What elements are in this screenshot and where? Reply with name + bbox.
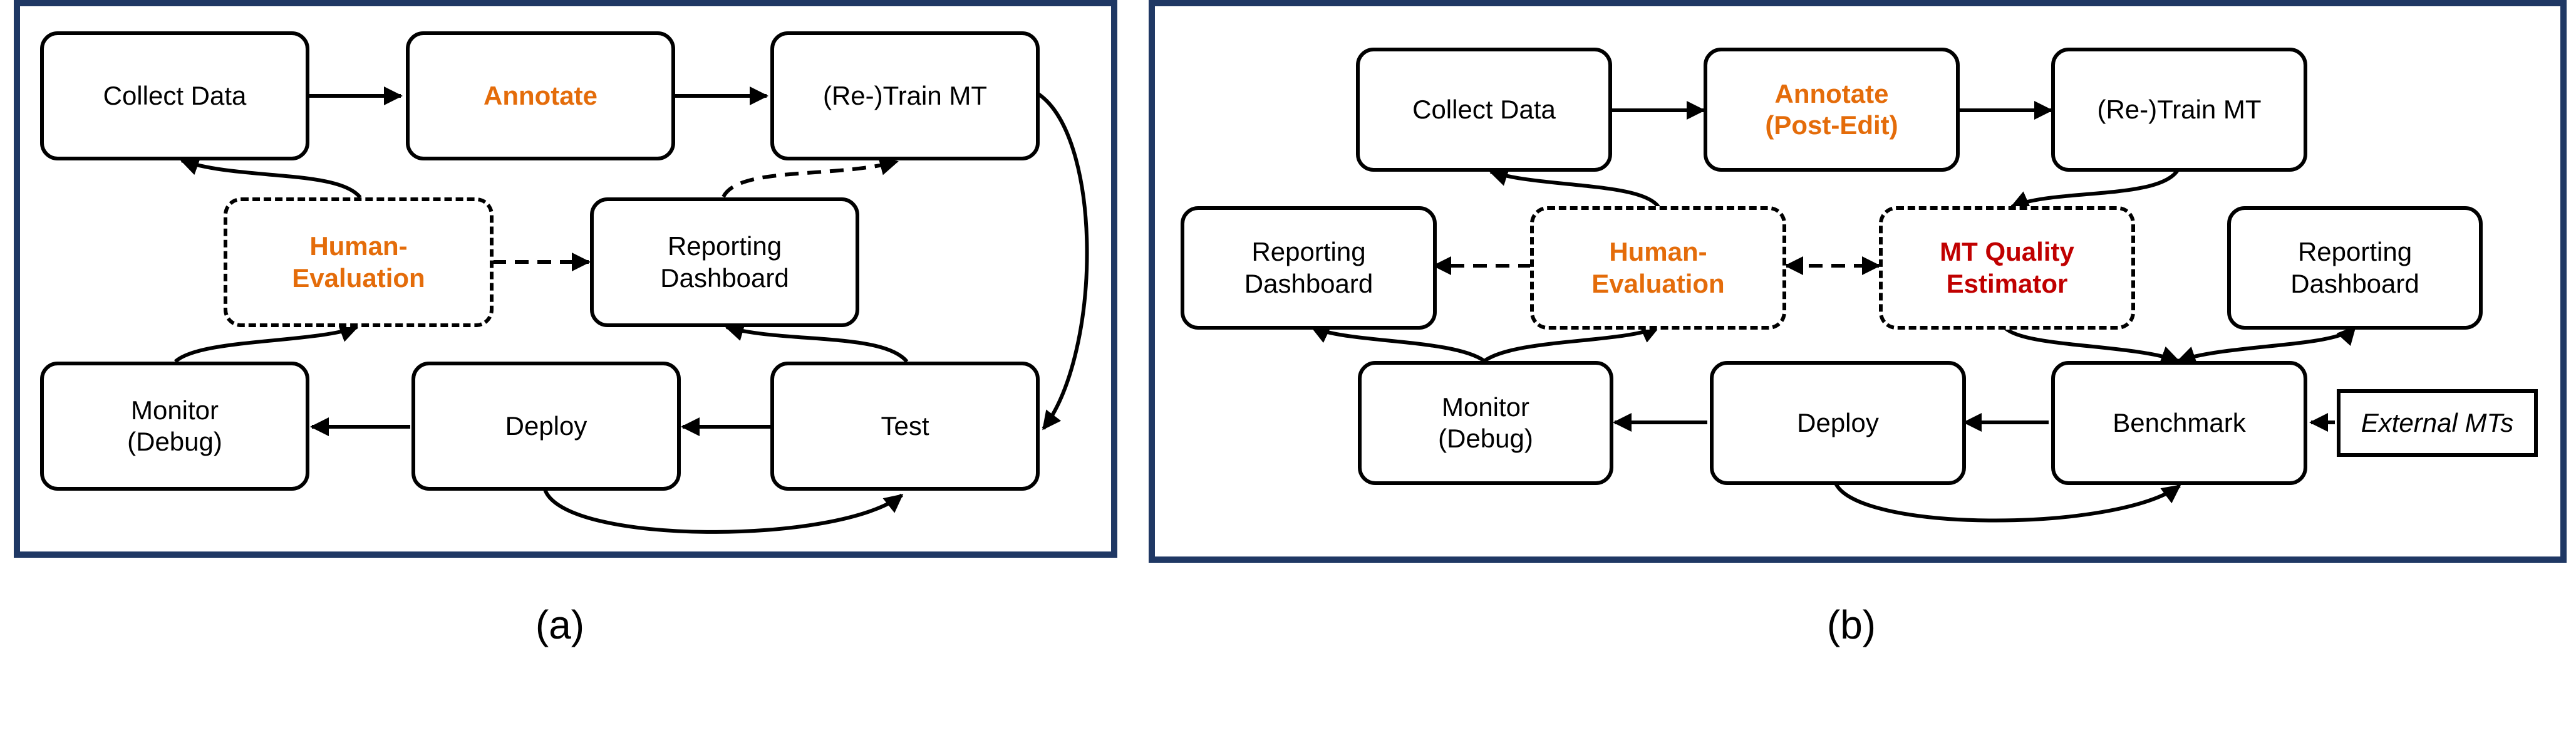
node-b-annotate-post-edit-label: Annotate (Post-Edit) <box>1765 78 1898 140</box>
edge-a-deploy-loop-test <box>543 488 904 534</box>
node-a-retrain-mt: (Re-)Train MT <box>770 31 1040 160</box>
node-a-retrain-mt-label: (Re-)Train MT <box>822 80 988 110</box>
node-b-external-mts: External MTs <box>2337 389 2538 457</box>
node-b-human-evaluation: Human- Evaluation <box>1530 206 1786 330</box>
node-a-collect-data: Collect Data <box>40 31 309 160</box>
node-b-collect-data: Collect Data <box>1356 48 1612 172</box>
node-a-annotate-label: Annotate <box>484 80 597 110</box>
edge-a-reporting-retrain <box>722 157 899 198</box>
node-b-human-evaluation-label: Human- Evaluation <box>1591 237 1725 298</box>
edge-b-reporting-benchmark <box>2176 325 2357 365</box>
edge-b-monitor-reporting <box>1310 325 1486 363</box>
node-a-annotate: Annotate <box>406 31 675 160</box>
node-b-retrain-mt: (Re-)Train MT <box>2051 48 2307 172</box>
node-a-test: Test <box>770 362 1040 491</box>
node-b-monitor-label: Monitor (Debug) <box>1438 392 1533 453</box>
node-b-monitor: Monitor (Debug) <box>1358 361 1613 485</box>
node-a-human-evaluation-label: Human- Evaluation <box>292 231 425 293</box>
edge-b-retrain-mtquality <box>2010 168 2180 209</box>
caption-b: (b) <box>1826 602 1876 647</box>
node-a-test-label: Test <box>881 410 929 441</box>
node-a-collect-data-label: Collect Data <box>103 80 247 110</box>
caption-a: (a) <box>535 602 585 647</box>
node-a-deploy: Deploy <box>411 362 681 491</box>
node-a-monitor-label: Monitor (Debug) <box>127 395 222 456</box>
node-b-reporting-dashboard-right-label: Reporting Dashboard <box>2290 237 2419 298</box>
node-b-external-mts-label: External MTs <box>2361 407 2514 437</box>
node-a-human-evaluation: Human- Evaluation <box>224 197 494 327</box>
edge-b-mtquality-benchmark <box>2002 325 2180 365</box>
node-b-reporting-dashboard-right: Reporting Dashboard <box>2227 206 2483 330</box>
node-a-monitor: Monitor (Debug) <box>40 362 309 491</box>
edge-b-monitor-humaneval <box>1483 325 1660 363</box>
node-b-collect-data-label: Collect Data <box>1412 94 1556 124</box>
node-a-reporting-dashboard-label: Reporting Dashboard <box>660 231 789 293</box>
node-b-mt-quality-estimator-label: MT Quality Estimator <box>1940 237 2074 298</box>
node-b-deploy-label: Deploy <box>1797 407 1879 437</box>
node-a-deploy-label: Deploy <box>505 410 587 441</box>
edge-a-test-reporting <box>725 323 909 363</box>
edge-b-humaneval-collect <box>1489 168 1660 208</box>
node-b-benchmark: Benchmark <box>2051 361 2307 485</box>
node-b-deploy: Deploy <box>1710 361 1966 485</box>
edge-b-deploy-loop-benchmark <box>1833 481 2181 523</box>
node-b-reporting-dashboard-left: Reporting Dashboard <box>1181 206 1437 330</box>
edge-a-retrain-test <box>1037 92 1089 431</box>
node-b-reporting-dashboard-left-label: Reporting Dashboard <box>1244 237 1373 298</box>
node-b-retrain-mt-label: (Re-)Train MT <box>2097 94 2262 124</box>
edge-a-humaneval-collect <box>180 157 362 199</box>
node-b-annotate-post-edit: Annotate (Post-Edit) <box>1704 48 1960 172</box>
node-b-benchmark-label: Benchmark <box>2113 407 2246 437</box>
node-b-mt-quality-estimator: MT Quality Estimator <box>1879 206 2135 330</box>
node-a-reporting-dashboard: Reporting Dashboard <box>590 197 859 327</box>
edge-a-monitor-humaneval <box>173 324 359 363</box>
